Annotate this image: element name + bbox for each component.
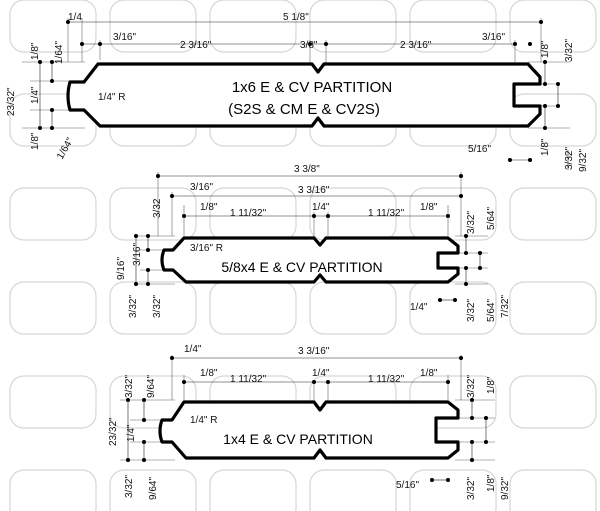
dim-right-v2: 3/32"	[564, 39, 575, 62]
dim-left-bot1: 1/8"	[30, 132, 41, 150]
dim-left-v1: 1/8"	[30, 42, 41, 60]
dim-right-v2: 5/64"	[486, 207, 497, 230]
dim-left-bot1: 3/32"	[128, 295, 139, 318]
dim-left-step: 3/16"	[113, 32, 136, 43]
dim-left-bot1: 3/32"	[124, 475, 135, 498]
dim-radius: 3/16" R	[190, 243, 223, 254]
dim-right-half: 1 11/32"	[368, 374, 405, 385]
dim-right-bot2: 5/64"	[486, 299, 497, 322]
profile-1x6: 1/4 5 1/8" 3/16" 2 3/16" 3/8" 2 3/16" 3/…	[6, 12, 589, 172]
dim-radius: 1/4" R	[190, 415, 217, 426]
dim-right-total: 9/32"	[578, 149, 589, 172]
dim-center: 1/4"	[312, 202, 330, 213]
dim-overall: 5 1/8"	[283, 12, 309, 23]
dim-left-v2: 9/64"	[146, 375, 157, 398]
dim-top-left-small: 1/4	[68, 12, 82, 23]
dim-right-bot3: 9/32"	[500, 477, 511, 500]
dim-right-v1: 3/32"	[466, 375, 477, 398]
profile-title-line2: (S2S & CM E & CV2S)	[228, 101, 380, 118]
dim-left-half: 2 3/16"	[180, 40, 212, 51]
dim-left-total: 9/16"	[116, 257, 127, 280]
dim-radius: 1/4" R	[98, 92, 125, 103]
dim-right-bot1: 3/32"	[466, 477, 477, 500]
watermark-pattern	[9, 0, 597, 511]
dim-eighth-left: 1/8"	[200, 202, 218, 213]
dim-tongue: 5/16"	[396, 480, 419, 491]
dim-left-bot2: 3/32"	[152, 295, 163, 318]
board-profile-1x6	[66, 62, 542, 128]
dim-face: 3 3/16"	[298, 346, 330, 357]
dim-left-bot2: 9/64"	[148, 477, 159, 500]
dim-tongue: 1/4"	[410, 302, 428, 313]
dim-left-small: 3/32	[152, 198, 163, 218]
dim-right-bot1: 3/32"	[466, 299, 477, 322]
dim-left-total: 23/32"	[108, 417, 119, 446]
dim-left-mid: 1/4"	[30, 86, 41, 104]
dim-right-half: 2 3/16"	[400, 40, 432, 51]
dim-right-bot2: 1/8"	[486, 474, 497, 492]
dim-left-step: 3/16"	[190, 182, 213, 193]
board-profile-1x4	[158, 400, 460, 460]
profile-1x4: 1/4" 3 3/16" 1/8" 1 11/32" 1/4" 1 11/32"…	[108, 344, 511, 500]
dim-overall: 3 3/8"	[294, 164, 320, 175]
dim-eighth-left: 1/8"	[200, 368, 218, 379]
dim-eighth-right: 1/8"	[420, 202, 438, 213]
dim-right-v1: 3/32"	[466, 211, 477, 234]
dim-right-v1: 1/8"	[540, 40, 551, 58]
dim-right-bot2: 3/32"	[564, 147, 575, 170]
dim-right-v2: 1/8"	[486, 376, 497, 394]
dim-left-v1: 3/32"	[124, 375, 135, 398]
board-profile-5-8x4	[160, 236, 460, 284]
profile-title: 1x4 E & CV PARTITION	[223, 431, 373, 447]
dim-left-total: 23/32"	[6, 87, 17, 116]
dim-center: 3/8"	[300, 40, 318, 51]
dim-tongue: 5/16"	[468, 144, 491, 155]
dim-right-bot3: 7/32"	[500, 295, 511, 318]
dim-left-v2: 1/64"	[54, 41, 65, 64]
profile-5-8x4: 3 3/8" 3 3/16" 3/16" 3/32 1/8" 1 11/32" …	[116, 164, 511, 322]
dim-right-bot1: 1/8"	[540, 138, 551, 156]
dim-face: 3 3/16"	[298, 185, 330, 196]
dim-left-mid: 3/16"	[132, 243, 143, 266]
dim-left-half: 1 11/32"	[230, 374, 267, 385]
dim-left-mid: 1/4"	[126, 424, 137, 442]
dim-right-step: 3/16"	[482, 32, 505, 43]
profile-title-line1: 1x6 E & CV PARTITION	[232, 79, 392, 96]
profile-title: 5/8x4 E & CV PARTITION	[221, 259, 382, 275]
dim-center: 1/4"	[312, 368, 330, 379]
dim-eighth-right: 1/8"	[420, 368, 438, 379]
dim-right-half: 1 11/32"	[368, 208, 405, 219]
dim-left-bot2: 1/64"	[55, 136, 76, 162]
dim-top-small: 1/4"	[184, 344, 202, 355]
dim-left-half: 1 11/32"	[230, 208, 267, 219]
